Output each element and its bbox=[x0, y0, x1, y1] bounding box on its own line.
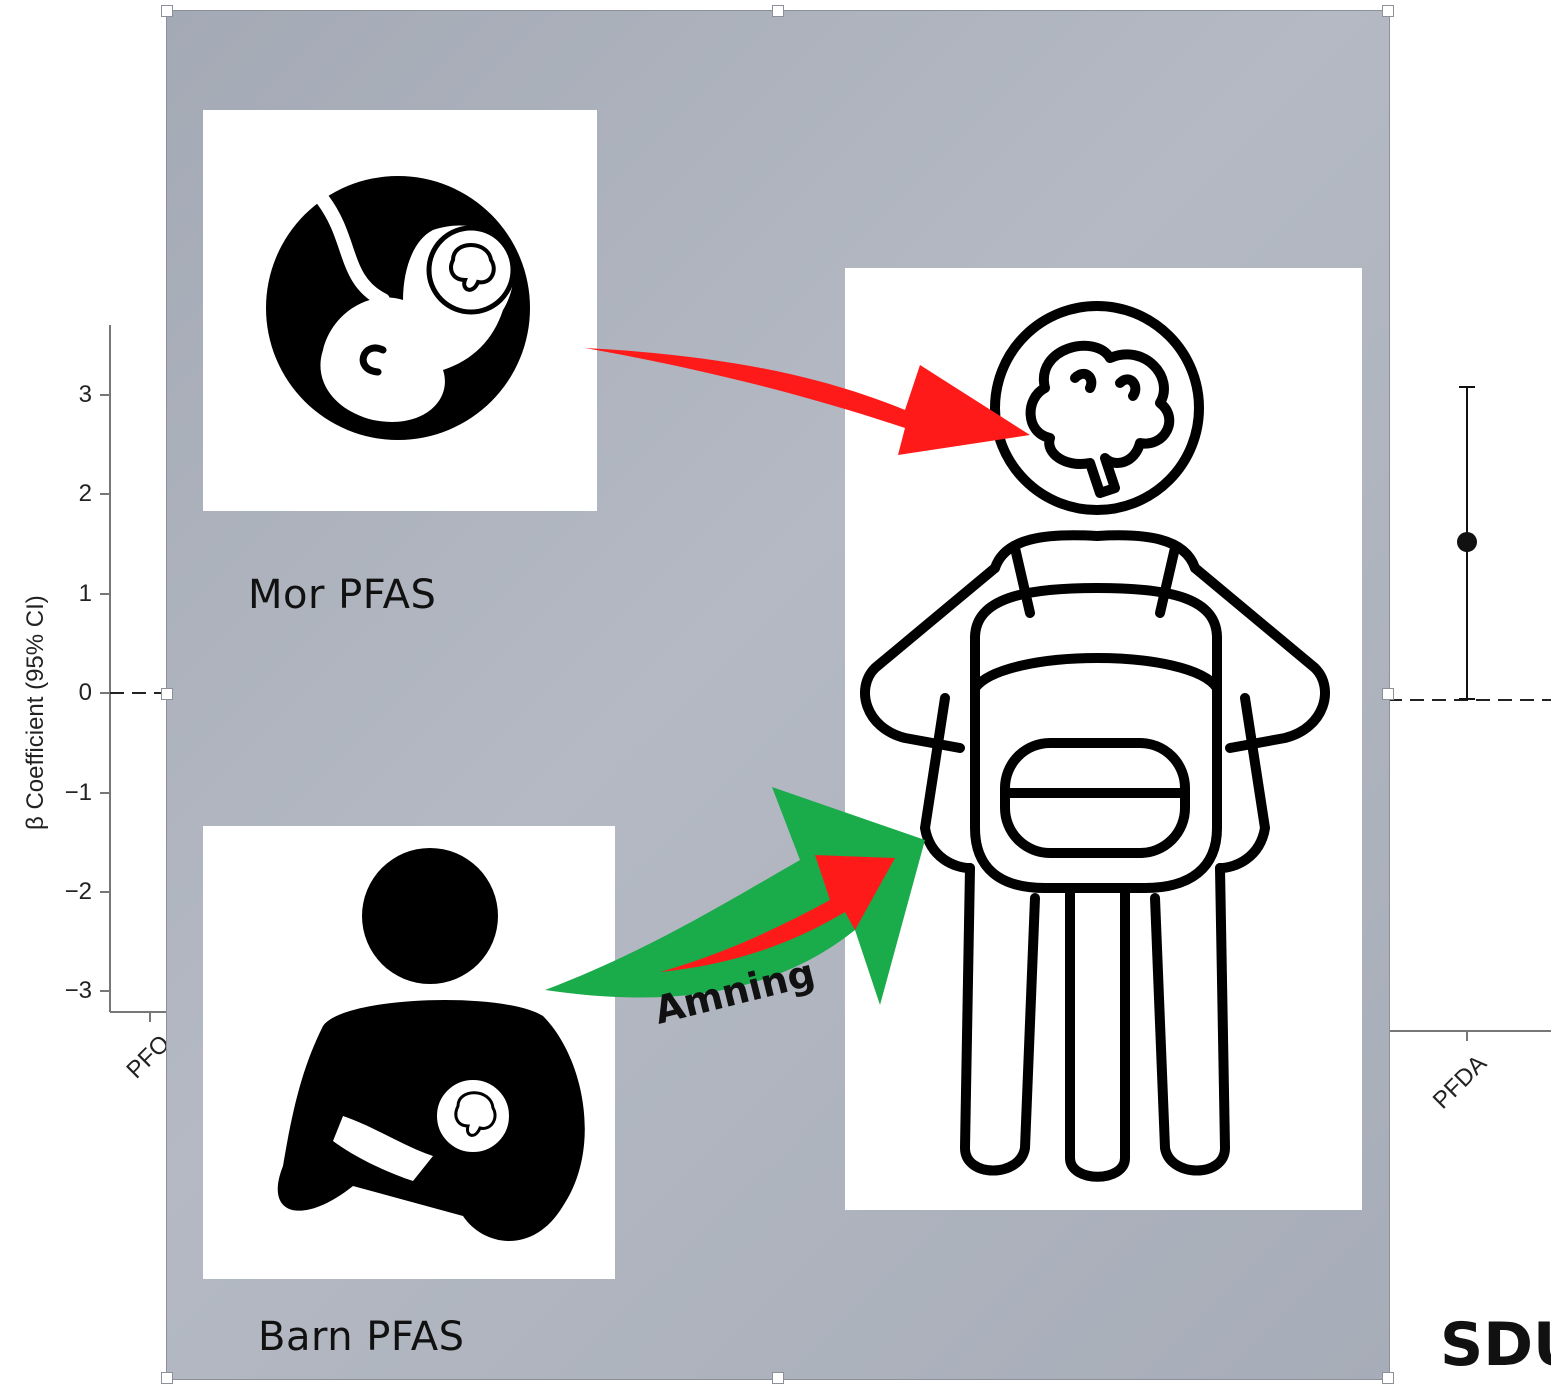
red-arrow-prenatal bbox=[585, 348, 1030, 455]
